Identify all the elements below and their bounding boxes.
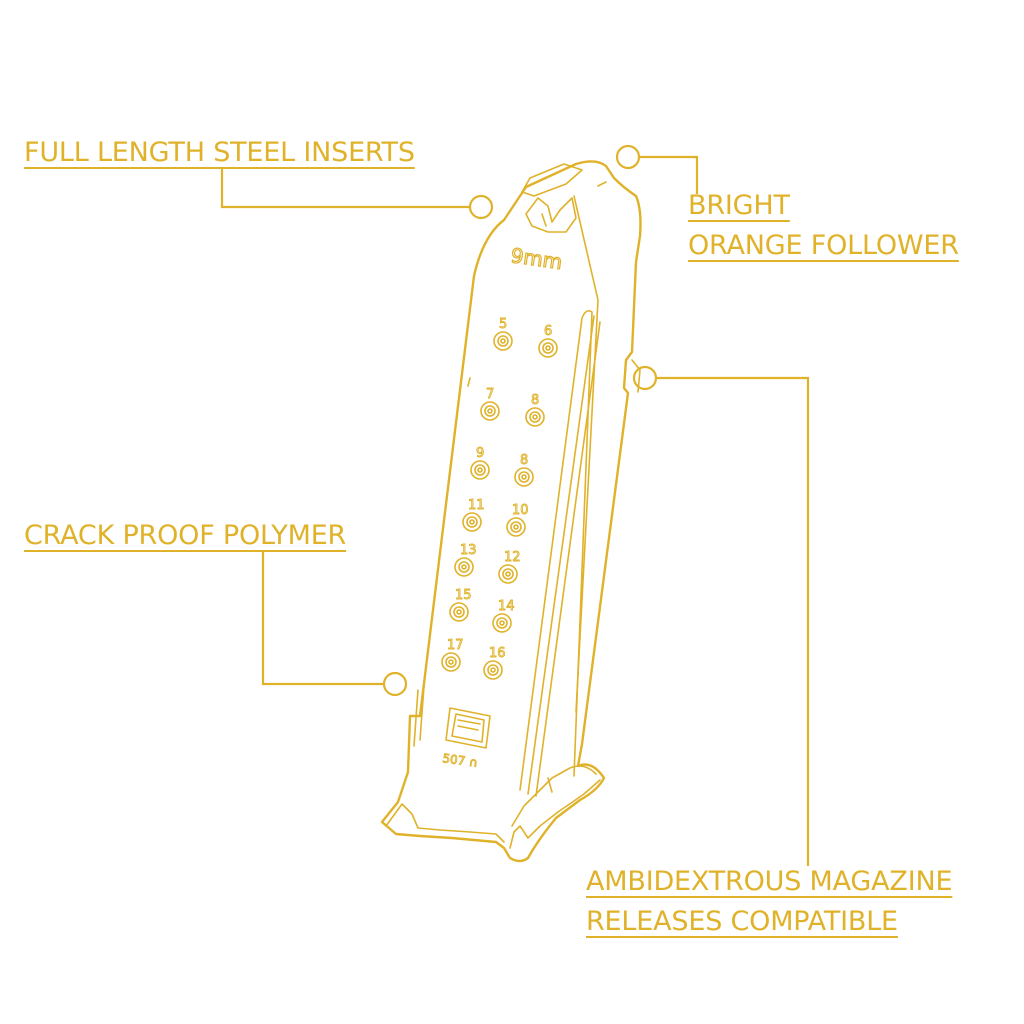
witness-hole: 11 xyxy=(462,498,485,532)
witness-hole: 10 xyxy=(506,503,529,537)
witness-hole: 17 xyxy=(441,638,464,672)
leader-line-polymer xyxy=(261,552,384,686)
witness-hole: 6 xyxy=(538,324,558,358)
witness-hole: 16 xyxy=(483,646,506,680)
witness-hole: 14 xyxy=(492,599,515,633)
witness-hole: 8 xyxy=(514,453,534,487)
witness-hole: 12 xyxy=(498,550,521,584)
witness-hole-number: 12 xyxy=(504,550,521,565)
callout-polymer-text: CRACK PROOF POLYMER xyxy=(24,520,347,551)
witness-hole: 8 xyxy=(525,393,545,427)
callout-follower: BRIGHT ORANGE FOLLOWER xyxy=(688,186,959,266)
callout-follower-line1: BRIGHT xyxy=(688,190,790,221)
caliber-marking: 9mm xyxy=(509,243,564,274)
witness-hole-number: 6 xyxy=(544,324,552,339)
base-stamp: 507 ∩ xyxy=(442,751,479,770)
witness-hole-number: 15 xyxy=(455,588,472,603)
leader-line-steel-inserts xyxy=(220,168,470,209)
witness-hole-number: 14 xyxy=(498,599,515,614)
callout-polymer: CRACK PROOF POLYMER xyxy=(24,516,346,556)
witness-hole: 7 xyxy=(480,387,500,421)
base-logo xyxy=(445,707,491,749)
callout-dot-polymer xyxy=(382,671,408,697)
witness-hole-number: 17 xyxy=(447,638,464,653)
callout-steel-inserts-text: FULL LENGTH STEEL INSERTS xyxy=(24,137,415,168)
callout-dot-release xyxy=(632,365,658,391)
callout-dot-follower xyxy=(615,144,641,170)
callout-follower-line2: ORANGE FOLLOWER xyxy=(688,230,959,261)
leader-line-follower xyxy=(640,155,699,194)
callout-release-line2: RELEASES COMPATIBLE xyxy=(586,906,898,937)
witness-hole-number: 5 xyxy=(499,317,507,332)
witness-hole-number: 11 xyxy=(468,498,485,513)
witness-hole-number: 9 xyxy=(476,446,484,461)
callout-steel-inserts: FULL LENGTH STEEL INSERTS xyxy=(24,133,415,173)
leader-line-release xyxy=(656,376,810,866)
witness-hole-number: 16 xyxy=(489,646,506,661)
magazine-body xyxy=(380,160,642,863)
witness-hole-number: 7 xyxy=(486,387,494,402)
witness-hole: 5 xyxy=(493,317,513,351)
witness-hole-group: 5 6 7 8 9 8 11 10 13 12 15 14 17 16 xyxy=(441,317,558,680)
witness-hole: 15 xyxy=(449,588,472,622)
witness-hole: 9 xyxy=(470,446,490,480)
witness-hole-number: 8 xyxy=(531,393,539,408)
callout-release-line1: AMBIDEXTROUS MAGAZINE xyxy=(586,866,953,897)
witness-hole-number: 13 xyxy=(460,543,477,558)
witness-hole: 13 xyxy=(454,543,477,577)
witness-hole-number: 10 xyxy=(512,503,529,518)
witness-hole-number: 8 xyxy=(520,453,528,468)
callout-dot-steel-inserts xyxy=(468,194,494,220)
callout-release: AMBIDEXTROUS MAGAZINE RELEASES COMPATIBL… xyxy=(586,862,953,942)
